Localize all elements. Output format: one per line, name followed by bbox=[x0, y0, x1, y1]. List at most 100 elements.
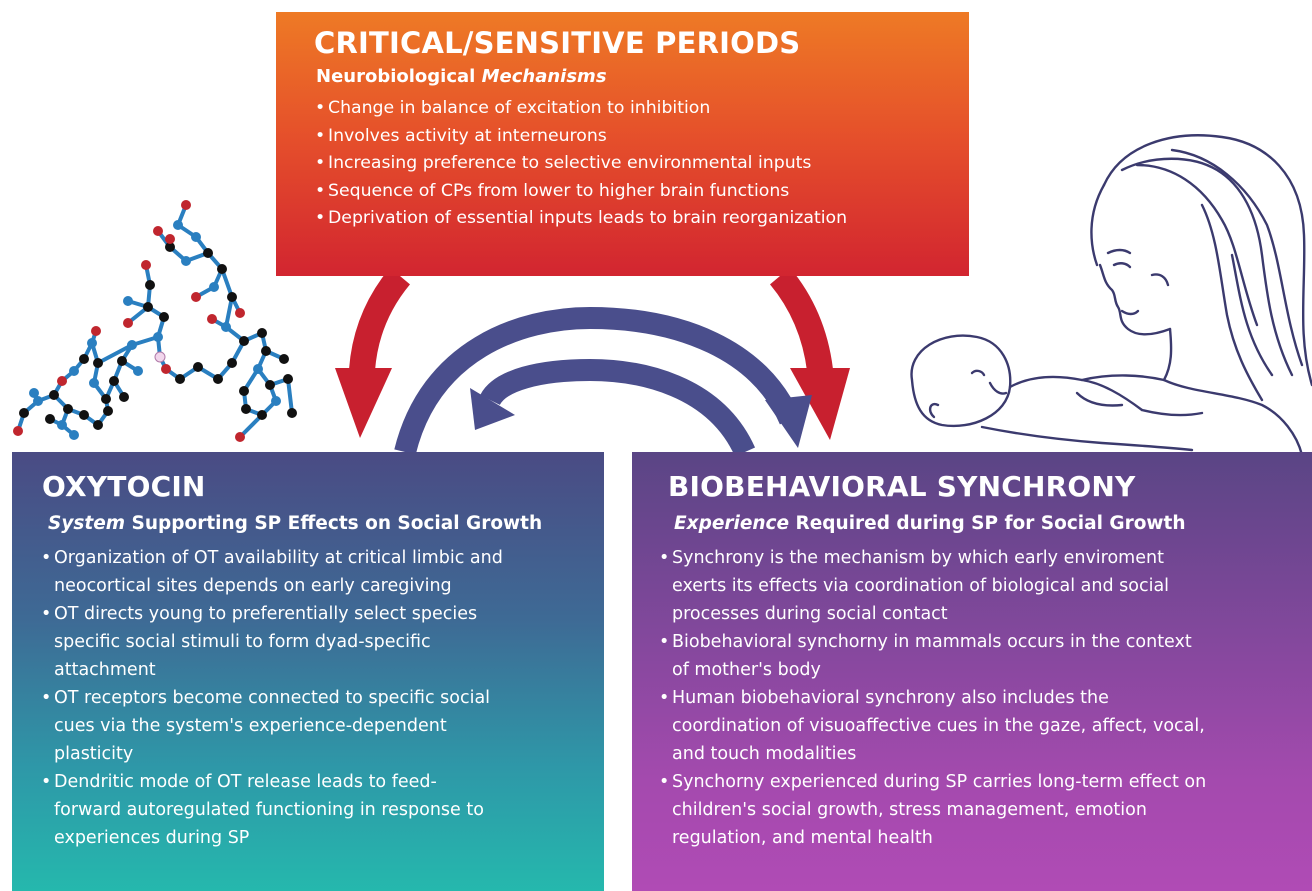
molecule-atom bbox=[29, 388, 39, 398]
molecule-atom bbox=[181, 200, 191, 210]
molecule-atom bbox=[153, 226, 163, 236]
molecule-atom bbox=[175, 374, 185, 384]
molecule-atom bbox=[227, 358, 237, 368]
blue-arrowhead-right bbox=[765, 395, 812, 448]
molecule-atom bbox=[101, 394, 111, 404]
critical-periods-title: CRITICAL/SENSITIVE PERIODS bbox=[314, 26, 801, 60]
list-item: Sequence of CPs from lower to higher bra… bbox=[315, 178, 969, 206]
molecule-atom bbox=[49, 390, 59, 400]
molecule-atom bbox=[207, 314, 217, 324]
molecule-atom bbox=[69, 366, 79, 376]
synchrony-subtitle: Experience Required during SP for Social… bbox=[674, 513, 1312, 534]
molecule-atom bbox=[165, 234, 175, 244]
molecule-atom bbox=[119, 392, 129, 402]
oxytocin-list: Organization of OT availability at criti… bbox=[41, 544, 604, 852]
molecule-atom bbox=[165, 242, 175, 252]
molecule-atom bbox=[57, 376, 67, 386]
molecule-atom bbox=[235, 308, 245, 318]
list-item: OT directs young to preferentially selec… bbox=[41, 600, 604, 684]
blue-arc-outer bbox=[394, 306, 801, 455]
molecule-atom bbox=[241, 404, 251, 414]
oxytocin-box: OXYTOCIN System Supporting SP Effects on… bbox=[12, 452, 604, 891]
molecule-atom bbox=[181, 256, 191, 266]
molecule-atom bbox=[87, 338, 97, 348]
subtitle-emphasis: Mechanisms bbox=[481, 66, 607, 87]
molecule-atom bbox=[265, 380, 275, 390]
molecule-atom bbox=[227, 292, 237, 302]
list-item: Change in balance of excitation to inhib… bbox=[315, 95, 969, 123]
list-item: Synchorny experienced during SP carries … bbox=[659, 768, 1312, 852]
molecule-atom bbox=[271, 396, 281, 406]
subtitle-emphasis: Experience bbox=[674, 513, 790, 534]
molecule-atom bbox=[79, 410, 89, 420]
molecule-atom bbox=[173, 220, 183, 230]
molecule-atom bbox=[13, 426, 23, 436]
molecule-atom bbox=[117, 356, 127, 366]
molecule-atom bbox=[133, 366, 143, 376]
molecule-atom bbox=[79, 354, 89, 364]
subtitle-plain: Required during SP for Social Growth bbox=[789, 513, 1186, 534]
molecule-atom bbox=[145, 280, 155, 290]
molecule-atom bbox=[143, 302, 153, 312]
molecule-atom bbox=[19, 408, 29, 418]
list-item: Dendritic mode of OT release leads to fe… bbox=[41, 768, 604, 852]
molecule-atom bbox=[33, 396, 43, 406]
list-item: Synchrony is the mechanism by which earl… bbox=[659, 544, 1312, 628]
red-arrow-to-oxytocin bbox=[349, 267, 411, 372]
molecule-atom bbox=[221, 322, 231, 332]
subtitle-plain: Supporting SP Effects on Social Growth bbox=[125, 513, 543, 534]
molecule-atom bbox=[89, 378, 99, 388]
mother-infant-illustration bbox=[910, 134, 1312, 455]
list-item: Involves activity at interneurons bbox=[315, 123, 969, 151]
molecule-atom bbox=[283, 374, 293, 384]
red-arrowhead-right bbox=[790, 368, 850, 440]
molecule-atom bbox=[109, 376, 119, 386]
oxytocin-title: OXYTOCIN bbox=[42, 470, 206, 503]
list-item: Increasing preference to selective envir… bbox=[315, 150, 969, 178]
molecule-atom bbox=[153, 332, 163, 342]
molecule-atom bbox=[193, 362, 203, 372]
list-item: Deprivation of essential inputs leads to… bbox=[315, 205, 969, 233]
critical-periods-subtitle: Neurobiological Mechanisms bbox=[316, 66, 969, 87]
red-arrow-to-synchrony bbox=[769, 267, 833, 372]
molecule-atom bbox=[239, 386, 249, 396]
list-item: Human biobehavioral synchrony also inclu… bbox=[659, 684, 1312, 768]
molecule-atom bbox=[127, 340, 137, 350]
molecule-atom bbox=[213, 374, 223, 384]
molecule-atom bbox=[235, 432, 245, 442]
red-arrowhead-left bbox=[335, 368, 392, 438]
molecule-atom bbox=[279, 354, 289, 364]
blue-arc-inner bbox=[480, 358, 756, 457]
subtitle-emphasis: System bbox=[48, 513, 126, 534]
molecule-atom bbox=[91, 326, 101, 336]
list-item: Organization of OT availability at criti… bbox=[41, 544, 604, 600]
synchrony-list: Synchrony is the mechanism by which earl… bbox=[659, 544, 1312, 852]
molecule-atom bbox=[123, 318, 133, 328]
molecule-atom bbox=[203, 248, 213, 258]
molecule-atom bbox=[93, 358, 103, 368]
molecule-atom bbox=[253, 364, 263, 374]
critical-periods-box: CRITICAL/SENSITIVE PERIODS Neurobiologic… bbox=[276, 12, 969, 276]
molecule-atom bbox=[159, 312, 169, 322]
molecule-atom bbox=[93, 420, 103, 430]
molecule-atom bbox=[287, 408, 297, 418]
critical-periods-list: Change in balance of excitation to inhib… bbox=[314, 95, 969, 233]
synchrony-title: BIOBEHAVIORAL SYNCHRONY bbox=[668, 470, 1136, 503]
molecule-atom bbox=[191, 292, 201, 302]
molecule-atom bbox=[191, 232, 201, 242]
blue-arrowhead-left bbox=[470, 388, 515, 430]
synchrony-box: BIOBEHAVIORAL SYNCHRONY Experience Requi… bbox=[632, 452, 1312, 891]
molecule-atom bbox=[69, 430, 79, 440]
molecule-atom bbox=[123, 296, 133, 306]
molecule-atom bbox=[209, 282, 219, 292]
molecule-atom bbox=[257, 410, 267, 420]
molecule-atom bbox=[257, 328, 267, 338]
molecule-atom bbox=[261, 346, 271, 356]
oxytocin-subtitle: System Supporting SP Effects on Social G… bbox=[48, 513, 604, 534]
molecule-atom bbox=[161, 364, 171, 374]
molecule-atom bbox=[141, 260, 151, 270]
molecule-atom bbox=[57, 420, 67, 430]
list-item: OT receptors become connected to specifi… bbox=[41, 684, 604, 768]
molecule-atom bbox=[45, 414, 55, 424]
subtitle-plain: Neurobiological bbox=[316, 66, 482, 87]
